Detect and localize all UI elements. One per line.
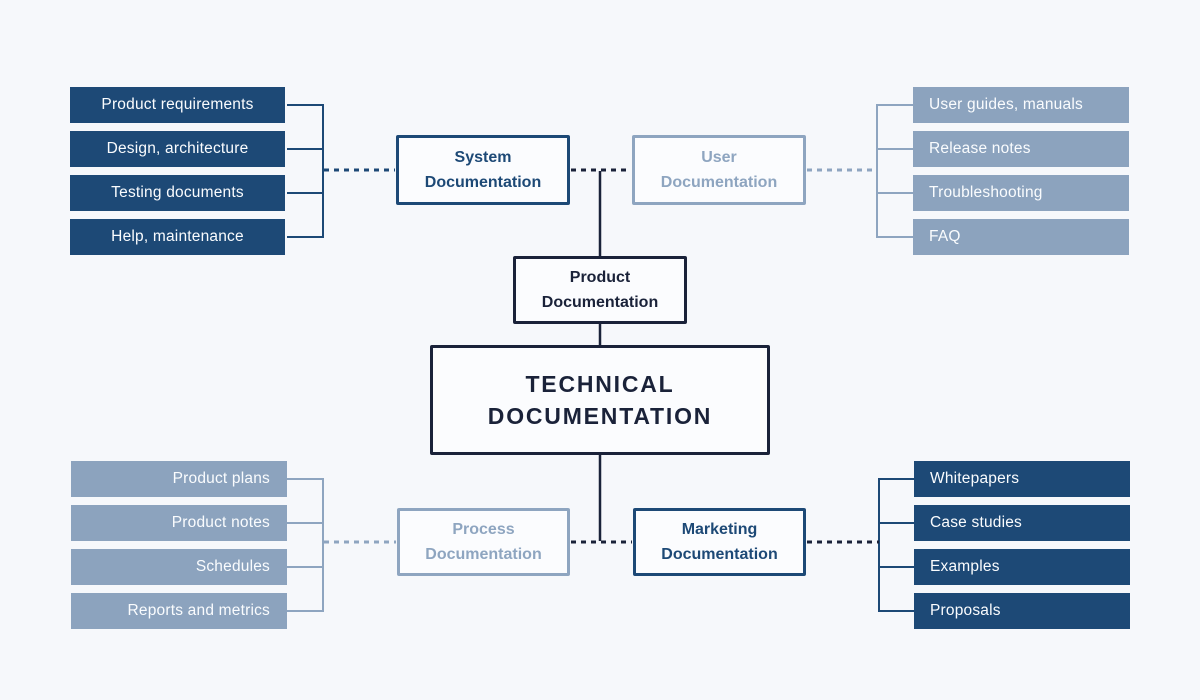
node-label-line: Documentation — [541, 294, 659, 311]
list-item-help-maintenance: Help, maintenance — [70, 219, 285, 255]
node-marketing-documentation: Marketing Documentation — [633, 508, 806, 576]
list-item-case-studies: Case studies — [914, 505, 1130, 541]
node-label-line: Process — [452, 521, 515, 538]
node-label-line: Documentation — [660, 174, 778, 191]
bracket-bottom-left — [287, 478, 324, 612]
list-item-testing-documents: Testing documents — [70, 175, 285, 211]
node-label-line: Marketing — [681, 521, 758, 538]
node-label-line: User — [701, 149, 737, 166]
diagram-title-line: DOCUMENTATION — [487, 403, 713, 429]
node-process-documentation: Process Documentation — [397, 508, 570, 576]
node-label-line: Documentation — [424, 174, 542, 191]
node-label-line: System — [454, 149, 512, 166]
list-item-whitepapers: Whitepapers — [914, 461, 1130, 497]
node-user-documentation: User Documentation — [632, 135, 806, 205]
list-item-product-requirements: Product requirements — [70, 87, 285, 123]
list-item-examples: Examples — [914, 549, 1130, 585]
list-item-troubleshooting: Troubleshooting — [913, 175, 1129, 211]
list-item-product-plans: Product plans — [71, 461, 287, 497]
node-product-documentation: Product Documentation — [513, 256, 687, 324]
node-label-line: Documentation — [661, 546, 778, 563]
bracket-top-left — [287, 104, 324, 238]
list-item-schedules: Schedules — [71, 549, 287, 585]
node-label-line: Documentation — [425, 546, 542, 563]
node-label-line: Product — [569, 269, 631, 286]
node-system-documentation: System Documentation — [396, 135, 570, 205]
list-item-user-guides-manuals: User guides, manuals — [913, 87, 1129, 123]
bracket-top-right — [876, 104, 913, 238]
list-item-release-notes: Release notes — [913, 131, 1129, 167]
list-item-reports-and-metrics: Reports and metrics — [71, 593, 287, 629]
list-item-faq: FAQ — [913, 219, 1129, 255]
list-item-product-notes: Product notes — [71, 505, 287, 541]
node-technical-documentation-root: TECHNICAL DOCUMENTATION — [430, 345, 770, 455]
bracket-bottom-right — [878, 478, 914, 612]
list-item-design-architecture: Design, architecture — [70, 131, 285, 167]
list-item-proposals: Proposals — [914, 593, 1130, 629]
diagram-title-line: TECHNICAL — [525, 371, 675, 397]
